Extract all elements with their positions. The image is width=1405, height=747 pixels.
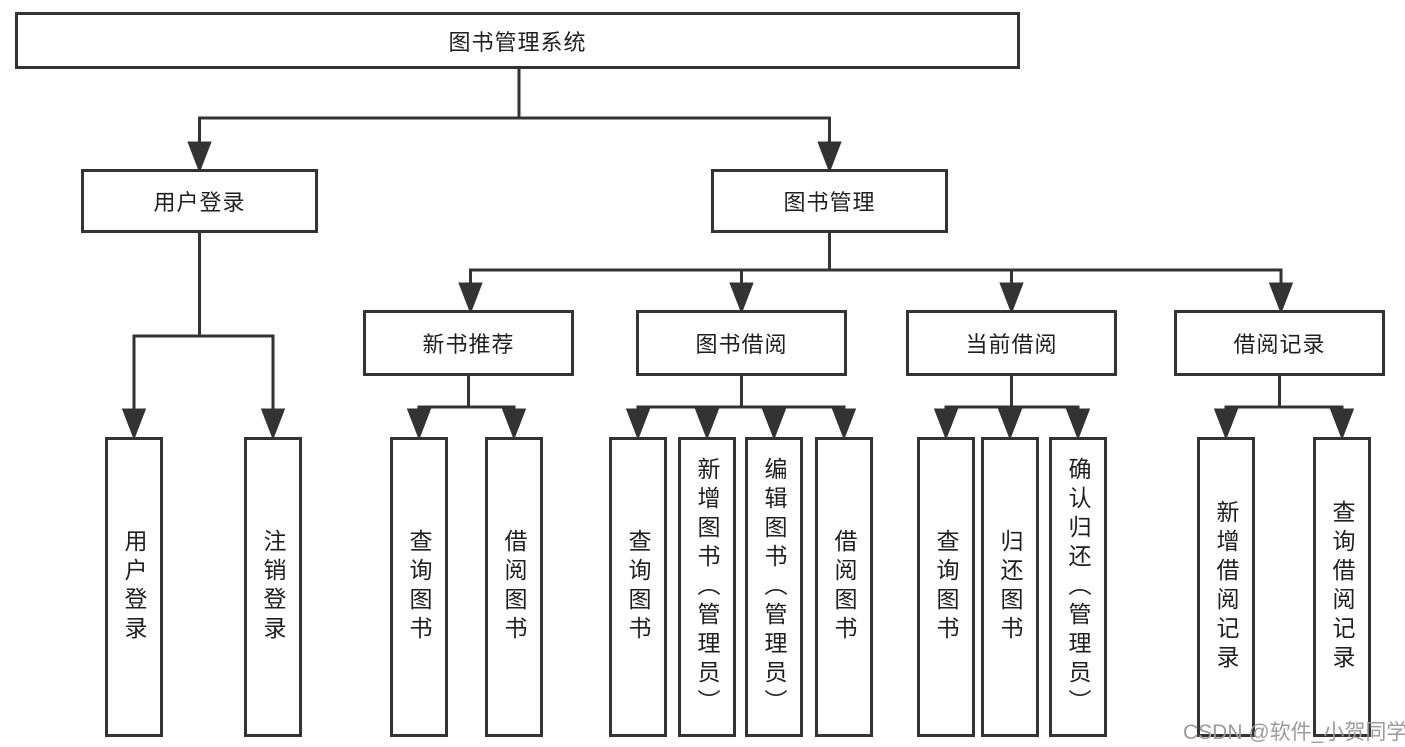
arrowhead xyxy=(933,408,959,441)
leaf-user-login: 用户登录 xyxy=(105,437,163,737)
node-borrowing-records: 借阅记录 xyxy=(1174,310,1385,376)
leaf-confirm-return-admin: 确认归还（管理员） xyxy=(1049,437,1107,737)
node-label: 图书借阅 xyxy=(695,332,788,357)
arrowhead xyxy=(1065,408,1091,441)
arrowhead xyxy=(501,408,527,441)
node-user-login: 用户登录 xyxy=(81,169,318,233)
arrowhead xyxy=(761,408,787,441)
leaf-query-borrow-record: 查询借阅记录 xyxy=(1313,437,1371,737)
node-label: 新书推荐 xyxy=(422,332,515,357)
arrowhead xyxy=(1329,408,1355,441)
leaf-edit-books-admin: 编辑图书（管理员） xyxy=(745,437,803,737)
node-label: 借阅记录 xyxy=(1233,332,1326,357)
node-label: 图书管理 xyxy=(783,190,876,215)
arrowhead xyxy=(997,408,1023,441)
leaf-return-books: 归还图书 xyxy=(981,437,1039,737)
arrowhead xyxy=(406,408,432,441)
node-new-book-recommend: 新书推荐 xyxy=(363,310,574,376)
arrowhead xyxy=(817,141,842,174)
arrowhead xyxy=(458,282,483,315)
node-label: 图书管理系统 xyxy=(448,29,587,55)
arrowhead xyxy=(1213,408,1239,441)
leaf-add-books-admin: 新增图书（管理员） xyxy=(678,437,736,737)
node-library-system: 图书管理系统 xyxy=(15,12,1020,69)
arrowhead xyxy=(831,408,857,441)
arrowhead xyxy=(260,408,286,441)
arrowhead xyxy=(999,282,1024,315)
leaf-borrow-books-recommend: 借阅图书 xyxy=(485,437,543,737)
node-book-management: 图书管理 xyxy=(711,169,948,233)
arrowhead xyxy=(121,408,147,441)
leaf-add-borrow-record: 新增借阅记录 xyxy=(1197,437,1255,737)
arrowhead xyxy=(625,408,651,441)
arrowhead xyxy=(1268,282,1294,315)
node-label: 当前借阅 xyxy=(965,332,1058,357)
csdn-watermark: CSDN @软件_小贺同学 xyxy=(1183,721,1405,744)
arrowhead xyxy=(187,141,212,174)
leaf-borrow-books-borrowing: 借阅图书 xyxy=(815,437,873,737)
leaf-query-books-recommend: 查询图书 xyxy=(390,437,448,737)
node-current-borrowing: 当前借阅 xyxy=(906,310,1117,376)
arrowhead xyxy=(729,282,754,315)
leaf-query-books-current: 查询图书 xyxy=(917,437,975,737)
leaf-logout: 注销登录 xyxy=(244,437,302,737)
arrowhead xyxy=(694,408,720,441)
node-book-borrowing: 图书借阅 xyxy=(636,310,847,376)
leaf-query-books-borrowing: 查询图书 xyxy=(609,437,667,737)
node-label: 用户登录 xyxy=(153,190,246,215)
